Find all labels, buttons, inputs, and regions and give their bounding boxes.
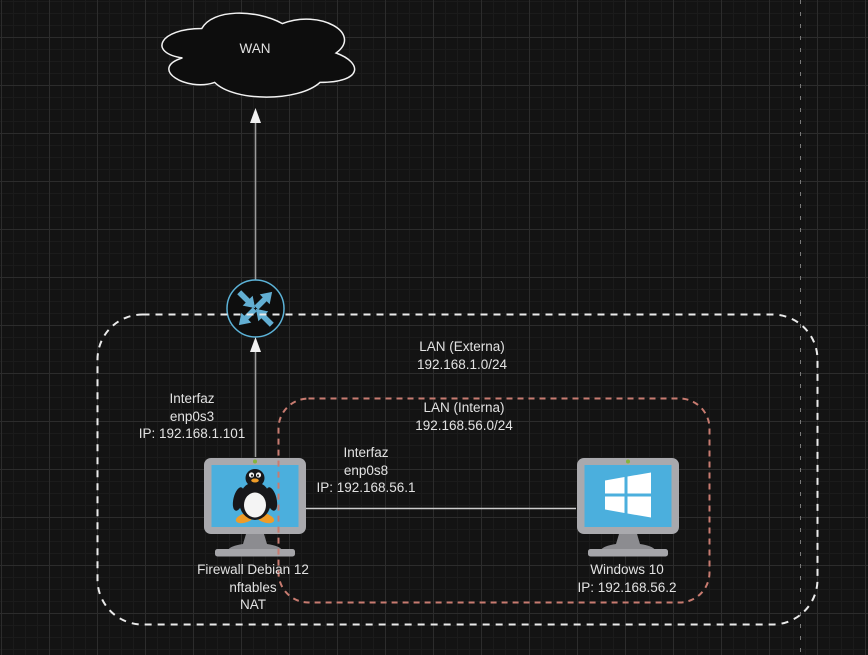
interface-lan-name: enp0s8 <box>343 462 389 478</box>
router-node[interactable] <box>223 276 288 341</box>
interface-lan-title: Interfaz <box>343 445 389 460</box>
wan-cloud-node[interactable] <box>148 4 365 105</box>
monitor-base <box>215 549 295 557</box>
cloud-icon <box>161 12 356 98</box>
lan-external-subnet: 192.168.1.0/24 <box>416 356 508 372</box>
firewall-node[interactable] <box>201 456 309 558</box>
windows-ip: IP: 192.168.56.2 <box>577 579 677 595</box>
monitor-stand <box>228 534 282 550</box>
interface-wan-label[interactable]: Interfaz enp0s3 IP: 192.168.1.101 <box>139 390 246 443</box>
monitor-screen <box>584 465 672 527</box>
lan-internal-name: LAN (Interna) <box>423 400 505 415</box>
monitor-stand <box>601 534 655 550</box>
interface-wan-title: Interfaz <box>169 391 215 406</box>
arrowhead-up-icon <box>250 108 261 123</box>
firewall-name: Firewall Debian 12 <box>197 562 309 577</box>
monitor-base <box>588 549 668 557</box>
lan-internal-label[interactable]: LAN (Interna) 192.168.56.0/24 <box>415 399 513 434</box>
power-led-icon <box>253 459 257 464</box>
windows-label[interactable]: Windows 10 IP: 192.168.56.2 <box>577 561 676 596</box>
edge-firewall-to-router[interactable] <box>250 337 261 457</box>
router-circle <box>226 279 285 338</box>
windows-name: Windows 10 <box>590 562 664 577</box>
interface-lan-label[interactable]: Interfaz enp0s8 IP: 192.168.56.1 <box>316 444 415 497</box>
firewall-nat: NAT <box>240 597 266 612</box>
power-led-icon <box>626 459 630 464</box>
edge-router-to-wan[interactable] <box>250 108 261 281</box>
interface-lan-ip: IP: 192.168.56.1 <box>316 480 416 495</box>
firewall-label[interactable]: Firewall Debian 12 nftables NAT <box>197 561 309 614</box>
firewall-nftables: nftables <box>229 579 277 595</box>
lan-external-label[interactable]: LAN (Externa) 192.168.1.0/24 <box>417 338 507 373</box>
lan-external-name: LAN (Externa) <box>419 339 505 354</box>
wan-label[interactable]: WAN <box>239 41 271 56</box>
interface-wan-name: enp0s3 <box>169 408 215 424</box>
lan-internal-subnet: 192.168.56.0/24 <box>415 417 513 433</box>
interface-wan-ip: IP: 192.168.1.101 <box>138 426 246 441</box>
windows-node[interactable] <box>574 456 682 558</box>
